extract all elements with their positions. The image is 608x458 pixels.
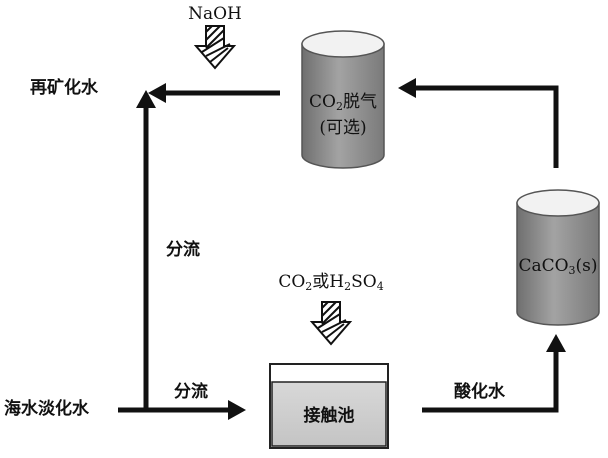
- naoh-label: NaOH: [188, 4, 242, 24]
- naoh-hatched-arrow-icon: [193, 25, 237, 70]
- reagent-hatched-arrow-icon: [309, 301, 353, 346]
- contact-tank-label: 接触池: [303, 406, 355, 426]
- flow-line-caco3-to-degas: [415, 85, 559, 168]
- arrowhead-to-output: [148, 83, 166, 103]
- desalinated-water-label: 海水淡化水: [4, 399, 89, 419]
- arrowheads: [136, 78, 566, 420]
- flow-lines: [118, 85, 559, 413]
- split-vertical-label: 分流: [166, 240, 200, 260]
- remineralized-water-label: 再矿化水: [30, 78, 98, 98]
- caco3-cylinder: [516, 189, 600, 326]
- reagent-label: CO2或H2SO4: [278, 272, 384, 293]
- arrowhead-to-degas: [398, 78, 416, 98]
- acidified-water-label: 酸化水: [454, 382, 505, 402]
- contact-tank: [269, 363, 389, 449]
- arrowhead-to-caco3: [546, 334, 566, 352]
- co2-degassing-label: CO2脱气: [309, 92, 377, 113]
- caco3-label: CaCO3(s): [518, 256, 598, 277]
- co2-degassing-cylinder: [301, 30, 385, 169]
- arrowhead-to-tank: [228, 400, 246, 420]
- split-horizontal-label: 分流: [174, 382, 208, 402]
- arrowhead-split-up: [136, 90, 156, 108]
- flow-line-tank-to-caco3: [422, 352, 559, 413]
- optional-label: (可选): [319, 118, 367, 138]
